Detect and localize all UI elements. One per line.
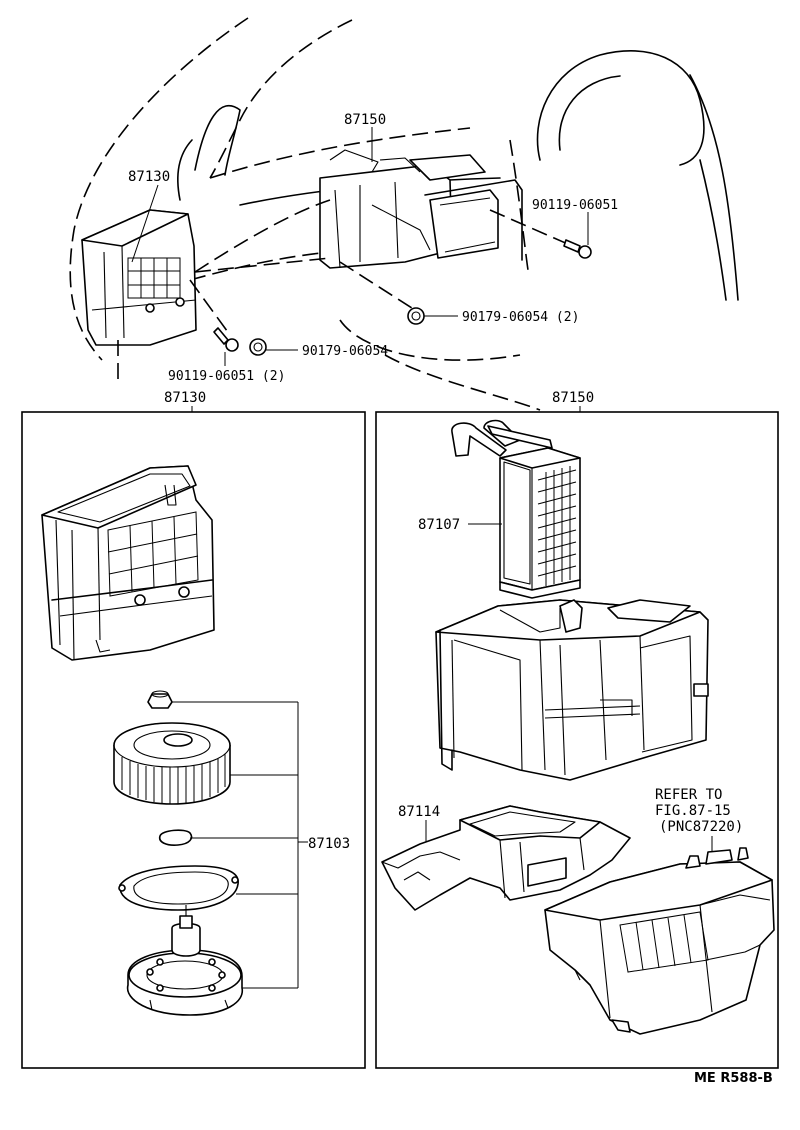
label-refer-line2: FIG.87-15 <box>655 803 731 819</box>
center-line <box>384 354 541 411</box>
bolt-left <box>213 327 239 352</box>
blower-nut <box>147 690 173 709</box>
label-duct: 87114 <box>398 804 440 820</box>
label-heater-core: 87107 <box>418 517 460 533</box>
floor-line <box>339 319 521 361</box>
blower-fan <box>113 722 231 805</box>
label-nut-right: 90179-06054 (2) <box>462 310 579 325</box>
pillar-contour <box>689 74 739 301</box>
box-left-title: 87130 <box>164 390 206 406</box>
label-refer-line3: (PNC87220) <box>659 819 743 835</box>
body-contour-left <box>176 139 193 201</box>
nut-right <box>407 307 425 325</box>
heater-core-fins <box>537 466 577 586</box>
console-contour <box>194 104 241 176</box>
assy-bracket-87103 <box>172 701 308 989</box>
label-top-heater-unit: 87150 <box>344 112 386 128</box>
dashboard-outline-inner <box>209 19 353 179</box>
label-nut-left: 90179-06054 <box>302 344 388 359</box>
dashboard-top-edge <box>209 127 471 179</box>
referenced-unit <box>544 847 775 1035</box>
mount-line-2 <box>194 199 331 273</box>
mount-line-3 <box>189 279 231 336</box>
mount-line-4 <box>339 261 416 311</box>
footer-code: ME R588-B <box>694 1071 773 1086</box>
label-bolt-left: 90119-06051 (2) <box>168 369 285 384</box>
heater-core <box>451 419 581 599</box>
overview-blower-unit <box>81 209 197 346</box>
overview-drawing <box>69 17 739 411</box>
blower-gasket <box>118 865 239 911</box>
label-top-blower-unit: 87130 <box>128 169 170 185</box>
box-blower-unit <box>21 411 366 1069</box>
blower-case-grille <box>107 511 199 597</box>
duct <box>381 805 631 911</box>
seat-contour <box>536 50 705 166</box>
blower-case <box>41 465 215 661</box>
label-bolt-right: 90119-06051 <box>532 198 618 213</box>
seat-contour-inner <box>558 75 621 151</box>
overview-heater-unit <box>319 149 523 269</box>
nut-left <box>249 338 267 356</box>
label-blower-motor-assy: 87103 <box>308 836 350 852</box>
bolt-right <box>563 239 592 259</box>
label-refer-line1: REFER TO <box>655 787 722 803</box>
mount-line-1 <box>194 257 331 273</box>
dashboard-outline-left <box>69 17 249 361</box>
pillar-contour-2 <box>699 159 727 301</box>
blower-washer <box>158 829 193 846</box>
heater-case <box>435 599 709 781</box>
blower-motor <box>126 905 243 1016</box>
box-heater-unit <box>375 411 779 1069</box>
dashboard-right-edge <box>509 139 529 271</box>
mount-line-6 <box>489 209 571 246</box>
box-right-title: 87150 <box>552 390 594 406</box>
